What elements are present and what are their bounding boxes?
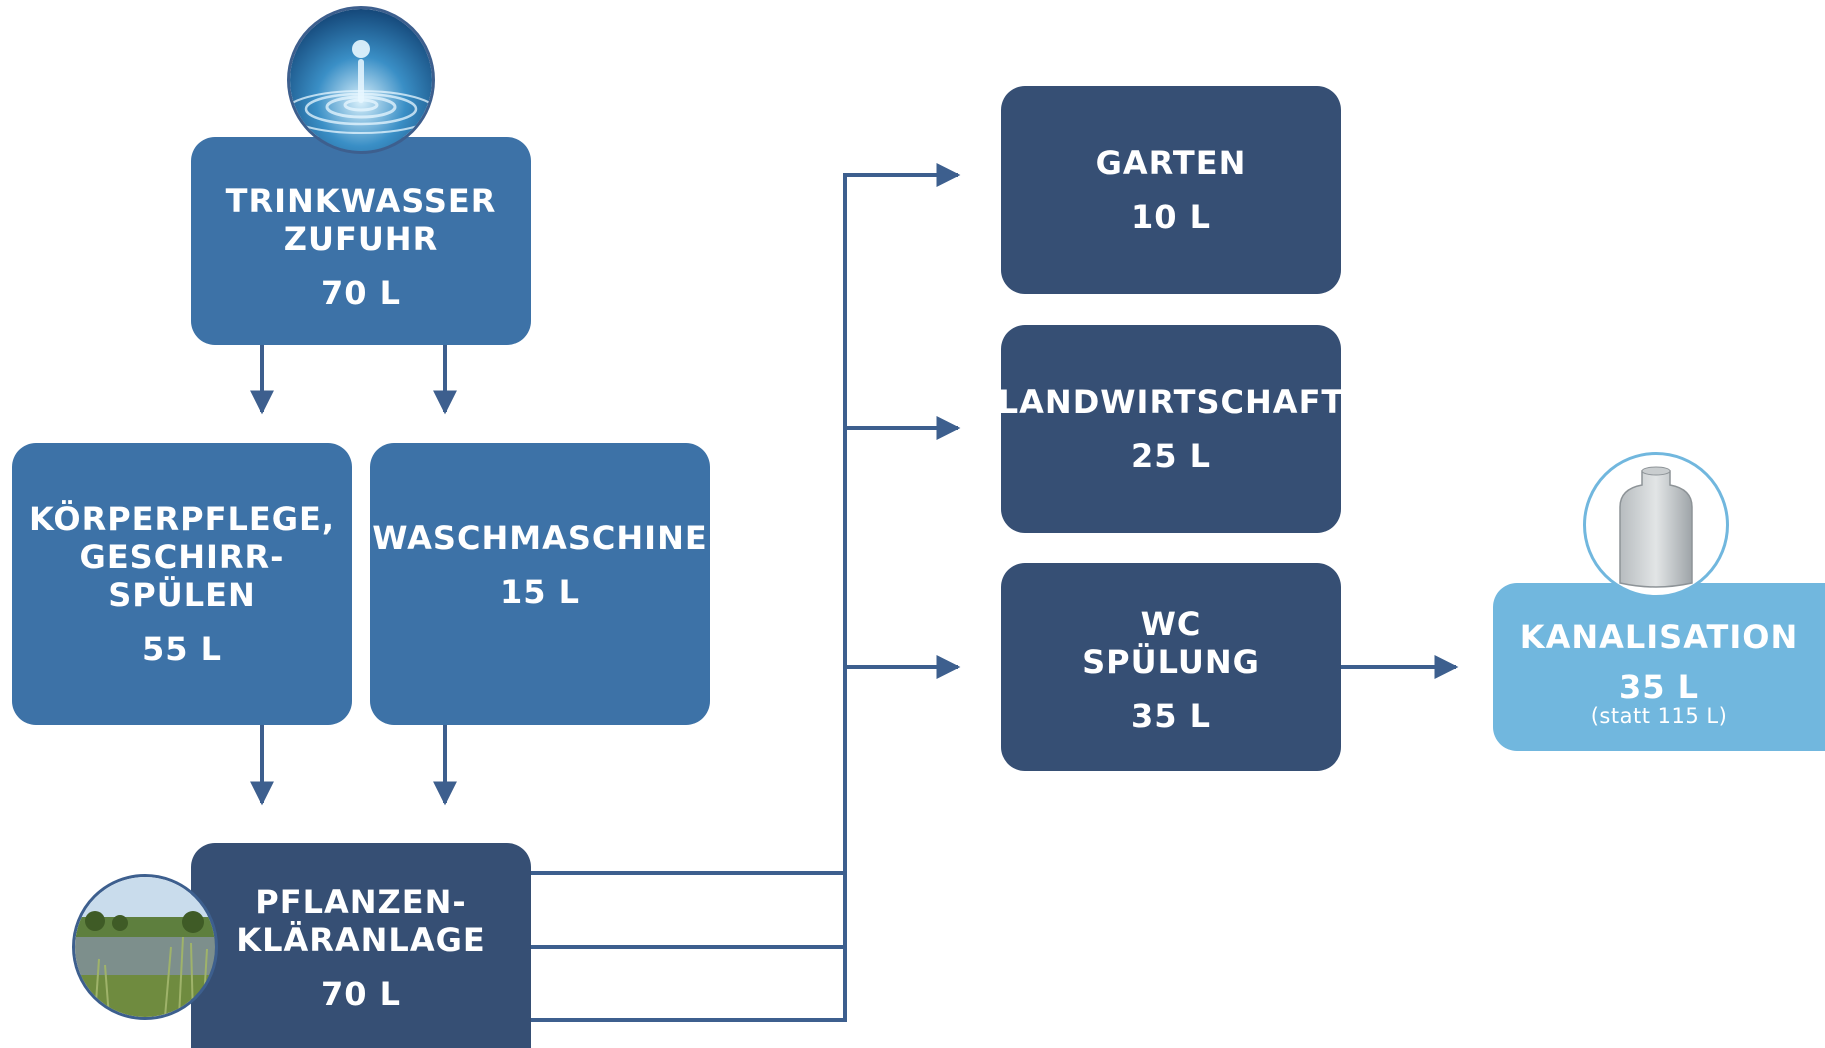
landwirtschaft-label: LANDWIRTSCHAFT [997,383,1345,421]
koerperpflege-label: KÖRPERPFLEGE, GESCHIRR- SPÜLEN [29,500,335,614]
wc-label: WC SPÜLUNG [1082,605,1260,681]
wc-value: 35 L [1130,697,1212,735]
pond-photo-icon [72,874,218,1020]
koerperpflege-box: KÖRPERPFLEGE, GESCHIRR- SPÜLEN 55 L [12,443,352,725]
waschmaschine-box: WASCHMASCHINE 15 L [370,443,710,725]
landwirtschaft-value: 25 L [1130,437,1212,475]
trinkwasser-box: TRINKWASSER ZUFUHR 70 L [191,137,531,345]
wc-box: WC SPÜLUNG 35 L [1001,563,1341,771]
landwirtschaft-box: LANDWIRTSCHAFT 25 L [998,325,1343,533]
trinkwasser-label: TRINKWASSER ZUFUHR [225,182,497,258]
garten-value: 10 L [1130,198,1212,236]
klaeranlage-value: 70 L [320,974,402,1013]
waschmaschine-value: 15 L [499,573,581,611]
tank-photo-icon [1583,452,1729,598]
kanalisation-label: KANALISATION [1519,618,1799,656]
trinkwasser-value: 70 L [320,274,402,312]
klaeranlage-label: PFLANZEN- KLÄRANLAGE [236,882,486,959]
klaeranlage-box: PFLANZEN- KLÄRANLAGE 70 L [191,843,531,1048]
waschmaschine-label: WASCHMASCHINE [372,519,708,557]
garten-box: GARTEN 10 L [1001,86,1341,294]
kanalisation-box: KANALISATION 35 L (statt 115 L) [1493,583,1825,751]
water-drop-photo-icon [287,6,435,154]
garten-label: GARTEN [1095,144,1247,182]
kanalisation-note: (statt 115 L) [1590,704,1728,728]
koerperpflege-value: 55 L [141,630,223,668]
kanalisation-value: 35 L [1618,668,1700,706]
